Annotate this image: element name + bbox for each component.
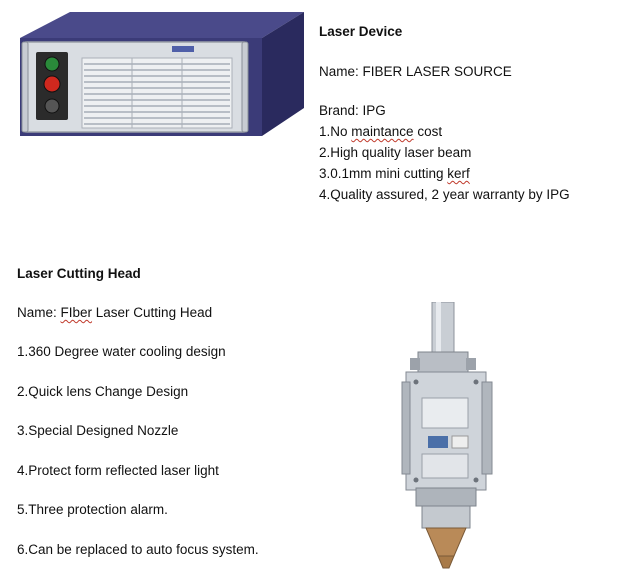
cutting-head-feature-5: 5.Three protection alarm. (17, 502, 168, 517)
cutting-head-title: Laser Cutting Head (17, 266, 141, 281)
cutting-head-feature-1: 1.360 Degree water cooling design (17, 344, 226, 359)
laser-device-name: Name: FIBER LASER SOURCE (319, 64, 512, 79)
laser-device-feature-1: 1.No maintance cost (319, 124, 443, 139)
laser-source-image (12, 8, 308, 136)
cutting-head-image (388, 301, 498, 570)
laser-device-feature-4: 4.Quality assured, 2 year warranty by IP… (319, 187, 570, 202)
laser-device-brand: Brand: IPG (319, 103, 386, 118)
cutting-head-name: Name: FIber Laser Cutting Head (17, 305, 213, 320)
cutting-head-feature-2: 2.Quick lens Change Design (17, 384, 189, 399)
cutting-head-feature-3: 3.Special Designed Nozzle (17, 423, 179, 438)
laser-device-feature-2: 2.High quality laser beam (319, 145, 472, 160)
vent-grill (81, 57, 233, 129)
cutting-head-feature-6: 6.Can be replaced to auto focus system. (17, 542, 259, 557)
cutting-head-feature-4: 4.Protect form reflected laser light (17, 463, 219, 478)
laser-device-feature-3: 3.0.1mm mini cutting kerf (319, 166, 470, 181)
laser-device-title: Laser Device (319, 24, 403, 39)
